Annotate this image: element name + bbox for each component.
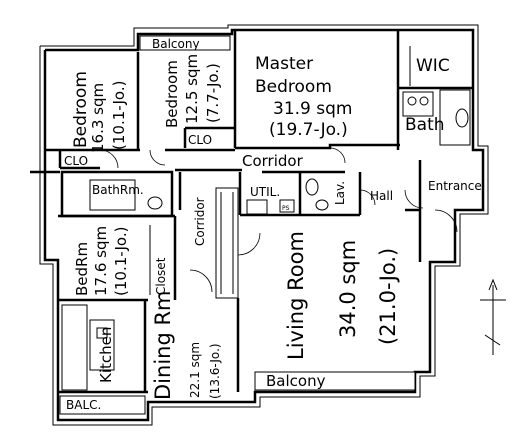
lav-label: Lav. [333,181,347,205]
living-room-name: Living Room [284,231,308,360]
util-label: UTIL. [250,185,280,199]
ps-label: PS [282,205,290,212]
entrance-label: Entrance [428,179,482,193]
balc-label: BALC. [66,398,101,412]
balcony-bottom-label: Balcony [266,372,326,390]
bedroom2-area: 12.5 sqm [183,54,201,124]
wic-label: WIC [416,56,450,76]
corridor-vertical-label: Corridor [193,197,207,246]
kitchen-label: Kitchen [97,327,115,383]
master-bedroom-label-1: Master [255,54,313,74]
bedrm-area: 17.6 sqm [92,226,110,296]
master-bedroom-label-2: Bedroom [255,77,332,97]
door-swings [99,147,458,293]
bedroom1-name: Bedroom [71,71,91,148]
dining-jo: (13.6-Jo.) [208,343,222,399]
balcony-top-label: Balcony [152,37,200,51]
corridor-horizontal-label: Corridor [242,152,304,170]
master-bedroom-jo: (19.7-Jo.) [269,120,348,140]
fixtures [59,35,471,415]
bedroom1-jo: (10.1-Jo.) [110,81,128,150]
clo-label-2: CLO [188,133,212,147]
room-labels: Balcony Master Bedroom 31.9 sqm (19.7-Jo… [64,37,482,412]
outer-walls [39,24,489,426]
master-bedroom-area: 31.9 sqm [273,99,352,119]
living-room-jo: (21.0-Jo.) [376,248,400,345]
bedroom1-area: 16.3 sqm [89,83,107,153]
bath-label: Bath [405,115,445,135]
bedrm-name: BedRm [73,242,91,296]
closet-label: Closet [154,257,168,295]
hall-label: Hall [370,189,393,203]
bedroom2-jo: (7.7-Jo.) [204,63,222,123]
dining-name: Dining Rm [151,290,175,400]
living-room-area: 34.0 sqm [336,240,360,338]
bedroom2-name: Bedroom [163,60,181,128]
bedrm-jo: (10.1-Jo.) [112,227,130,296]
north-arrow-icon [480,278,506,355]
bathrm-label: BathRm. [92,183,144,197]
clo-label-1: CLO [64,154,88,168]
dining-area: 22.1 sqm [188,342,202,398]
